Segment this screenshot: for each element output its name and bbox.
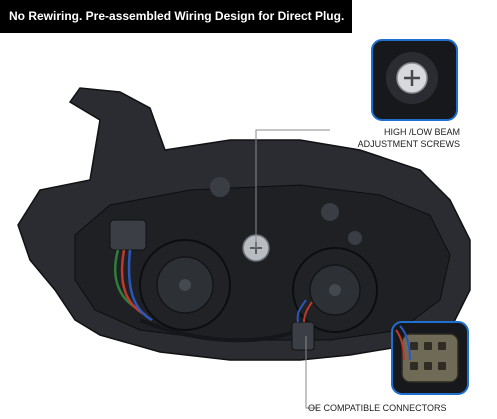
inset-screw-closeup — [371, 39, 458, 121]
top-banner: No Rewiring. Pre-assembled Wiring Design… — [0, 0, 352, 33]
callout-line2: ADJUSTMENT SCREWS — [357, 139, 460, 149]
housing-back-panel — [74, 184, 451, 341]
connector-icon — [410, 342, 446, 370]
callout-line1: HIGH /LOW BEAM — [383, 127, 460, 137]
banner-title: No Rewiring. Pre-assembled Wiring Design… — [9, 9, 345, 23]
left-wire-connector — [109, 219, 147, 251]
callout-line1: OE COMPATIBLE CONNECTORS — [308, 403, 447, 413]
callout-line-screws — [255, 129, 330, 248]
inset-connector-closeup — [391, 321, 469, 395]
bottom-wire-connector — [291, 321, 315, 351]
callout-oe-connectors: OE COMPATIBLE CONNECTORS — [308, 402, 478, 414]
callout-line-connectors — [305, 336, 318, 409]
callout-adjustment-screws: HIGH /LOW BEAM ADJUSTMENT SCREWS — [330, 126, 460, 150]
